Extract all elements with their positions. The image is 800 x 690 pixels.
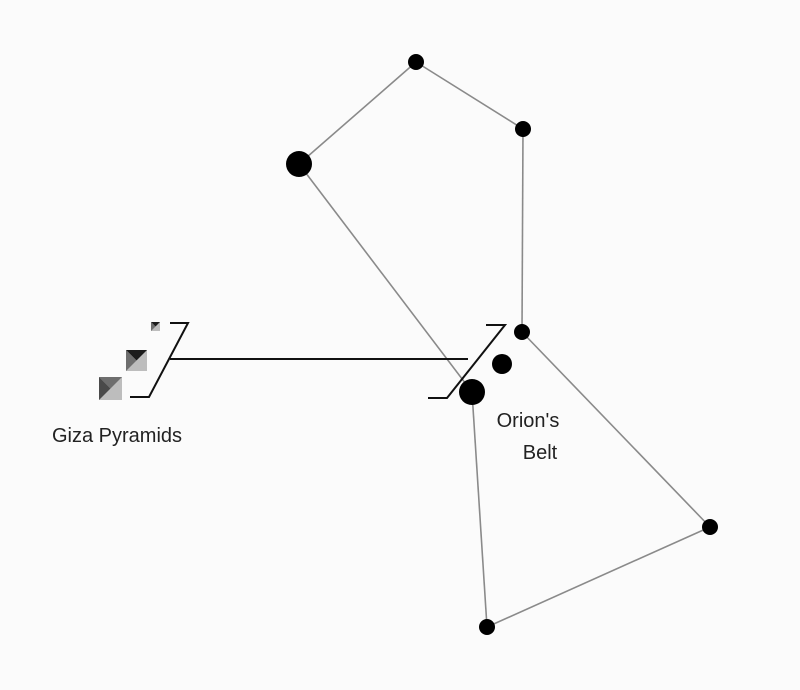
belt-label-line1: Orion's — [497, 410, 560, 432]
constellation-lines — [298, 61, 711, 628]
star-alnitak — [459, 379, 485, 405]
stars — [286, 54, 718, 635]
line-bellatrix-to-mintaka — [521, 128, 524, 333]
line-meissa-to-bellatrix — [415, 61, 524, 130]
pyramid-khafre-icon — [126, 350, 147, 371]
star-saiph — [479, 619, 495, 635]
line-mintaka-to-rigel — [521, 331, 711, 528]
belt-bracket — [428, 324, 508, 399]
correlation-connector — [130, 322, 508, 399]
star-mintaka — [514, 324, 530, 340]
star-alnilam — [492, 354, 512, 374]
pyramids — [99, 322, 160, 400]
pyramids-bracket — [130, 322, 190, 398]
pyramids-label: Giza Pyramids — [52, 425, 182, 447]
star-meissa — [408, 54, 424, 70]
line-rigel-to-saiph — [486, 526, 711, 628]
belt-label-line2: Belt — [523, 442, 558, 464]
pyramid-menkaure-icon — [151, 322, 160, 331]
star-betelgeuse — [286, 151, 312, 177]
line-saiph-to-alnitak — [471, 391, 488, 628]
pyramid-khufu-icon — [99, 377, 122, 400]
star-bellatrix — [515, 121, 531, 137]
line-betelgeuse-to-alnitak — [298, 163, 473, 393]
line-betelgeuse-to-meissa — [298, 61, 417, 165]
star-rigel — [702, 519, 718, 535]
